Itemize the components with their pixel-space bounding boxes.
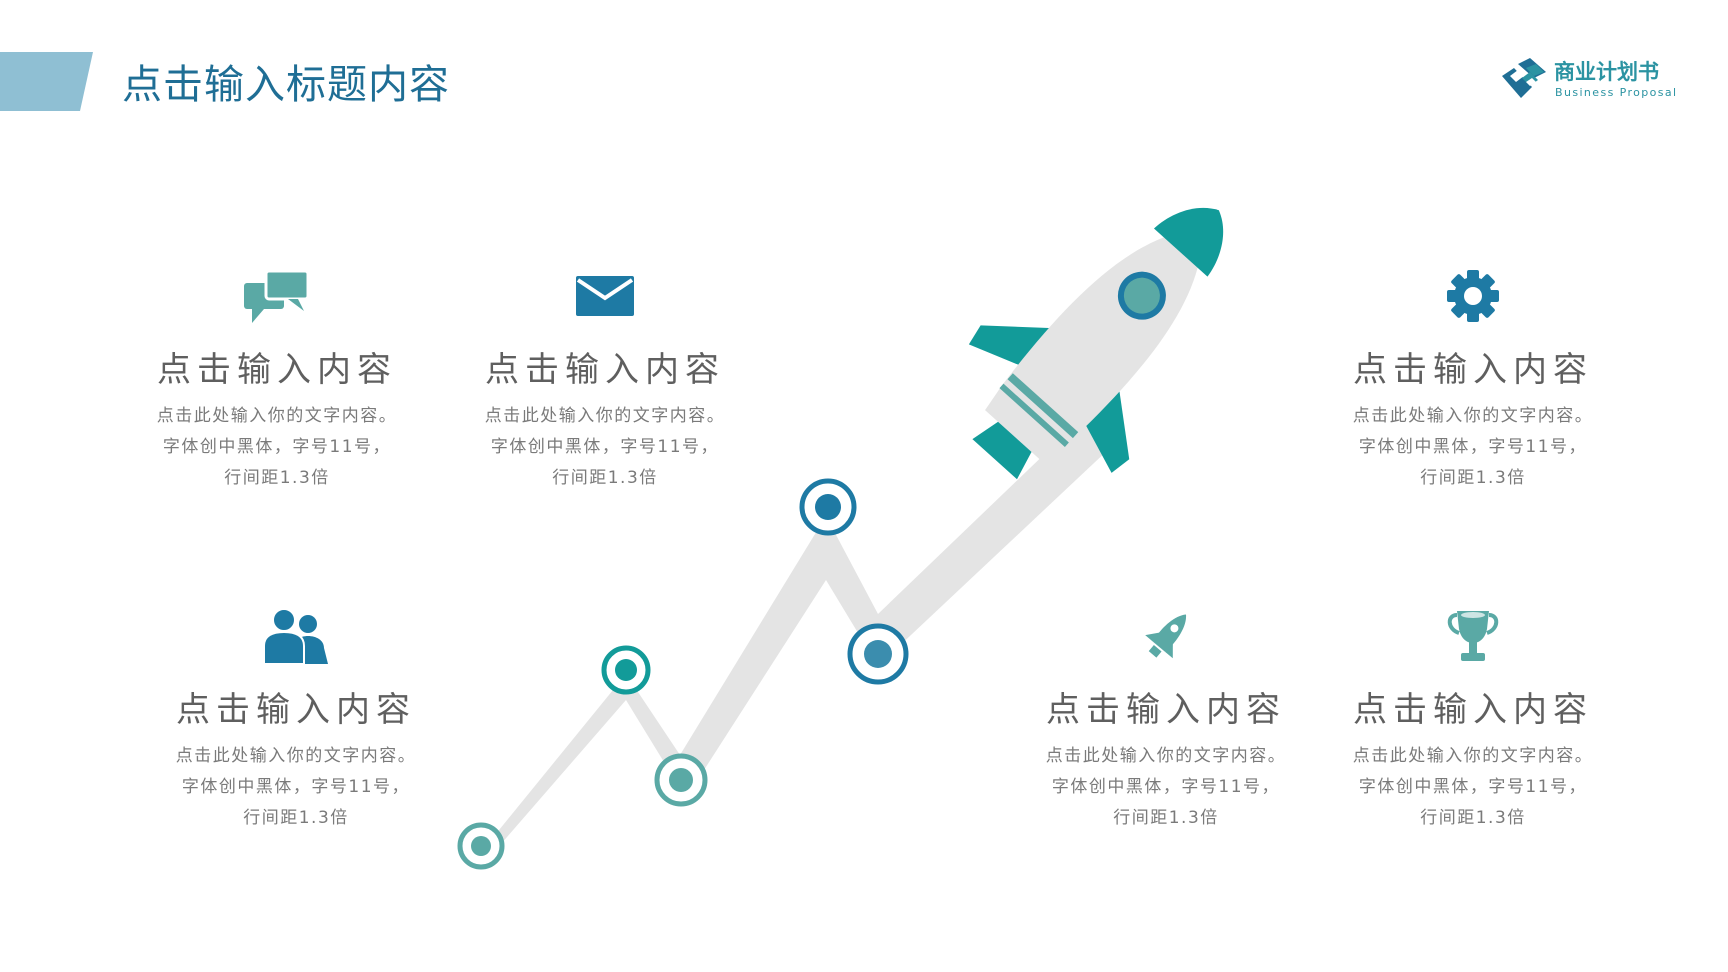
timeline-node	[457, 822, 505, 870]
timeline-node	[601, 645, 651, 695]
feature-description[interactable]: 点击此处输入你的文字内容。 字体创中黑体，字号11号， 行间距1.3倍	[175, 746, 417, 828]
feature-block: 点击输入内容 点击此处输入你的文字内容。 字体创中黑体，字号11号， 行间距1.…	[146, 606, 446, 834]
feature-description[interactable]: 点击此处输入你的文字内容。 字体创中黑体，字号11号， 行间距1.3倍	[1352, 746, 1594, 828]
logo-title: 商业计划书	[1554, 60, 1659, 84]
feature-description[interactable]: 点击此处输入你的文字内容。 字体创中黑体，字号11号， 行间距1.3倍	[156, 406, 398, 488]
feature-block: 点击输入内容 点击此处输入你的文字内容。 字体创中黑体，字号11号， 行间距1.…	[127, 266, 427, 494]
page-title[interactable]: 点击输入标题内容	[122, 62, 450, 108]
feature-description[interactable]: 点击此处输入你的文字内容。 字体创中黑体，字号11号， 行间距1.3倍	[1045, 746, 1287, 828]
feature-title[interactable]: 点击输入内容	[157, 350, 397, 390]
feature-title[interactable]: 点击输入内容	[1046, 690, 1286, 730]
users-icon	[264, 608, 328, 664]
timeline-node	[799, 478, 857, 536]
title-accent-bar	[0, 52, 93, 111]
feature-description[interactable]: 点击此处输入你的文字内容。 字体创中黑体，字号11号， 行间距1.3倍	[484, 406, 726, 488]
feature-description[interactable]: 点击此处输入你的文字内容。 字体创中黑体，字号11号， 行间距1.3倍	[1352, 406, 1594, 488]
logo-subtitle: Business Proposal	[1555, 86, 1678, 99]
zigzag-trail	[486, 420, 1110, 852]
feature-block: 点击输入内容 点击此处输入你的文字内容。 字体创中黑体，字号11号， 行间距1.…	[1323, 266, 1623, 494]
timeline-node	[847, 623, 909, 685]
feature-title[interactable]: 点击输入内容	[485, 350, 725, 390]
feature-title[interactable]: 点击输入内容	[1353, 350, 1593, 390]
feature-title[interactable]: 点击输入内容	[1353, 690, 1593, 730]
envelope-icon	[576, 276, 634, 316]
feature-title[interactable]: 点击输入内容	[176, 690, 416, 730]
feature-block: 点击输入内容 点击此处输入你的文字内容。 字体创中黑体，字号11号， 行间距1.…	[1016, 606, 1316, 834]
rocket-illustration	[968, 207, 1224, 480]
chat-bubbles-icon	[244, 269, 310, 323]
feature-block: 点击输入内容 点击此处输入你的文字内容。 字体创中黑体，字号11号， 行间距1.…	[1323, 606, 1623, 834]
diamond-logo-icon	[1502, 58, 1546, 98]
rocket-icon	[1145, 614, 1187, 659]
timeline-node	[654, 753, 708, 807]
feature-block: 点击输入内容 点击此处输入你的文字内容。 字体创中黑体，字号11号， 行间距1.…	[455, 266, 755, 494]
trophy-icon	[1447, 611, 1499, 661]
brand-logo: 商业计划书 Business Proposal	[1496, 54, 1696, 104]
gear-icon	[1447, 270, 1499, 322]
